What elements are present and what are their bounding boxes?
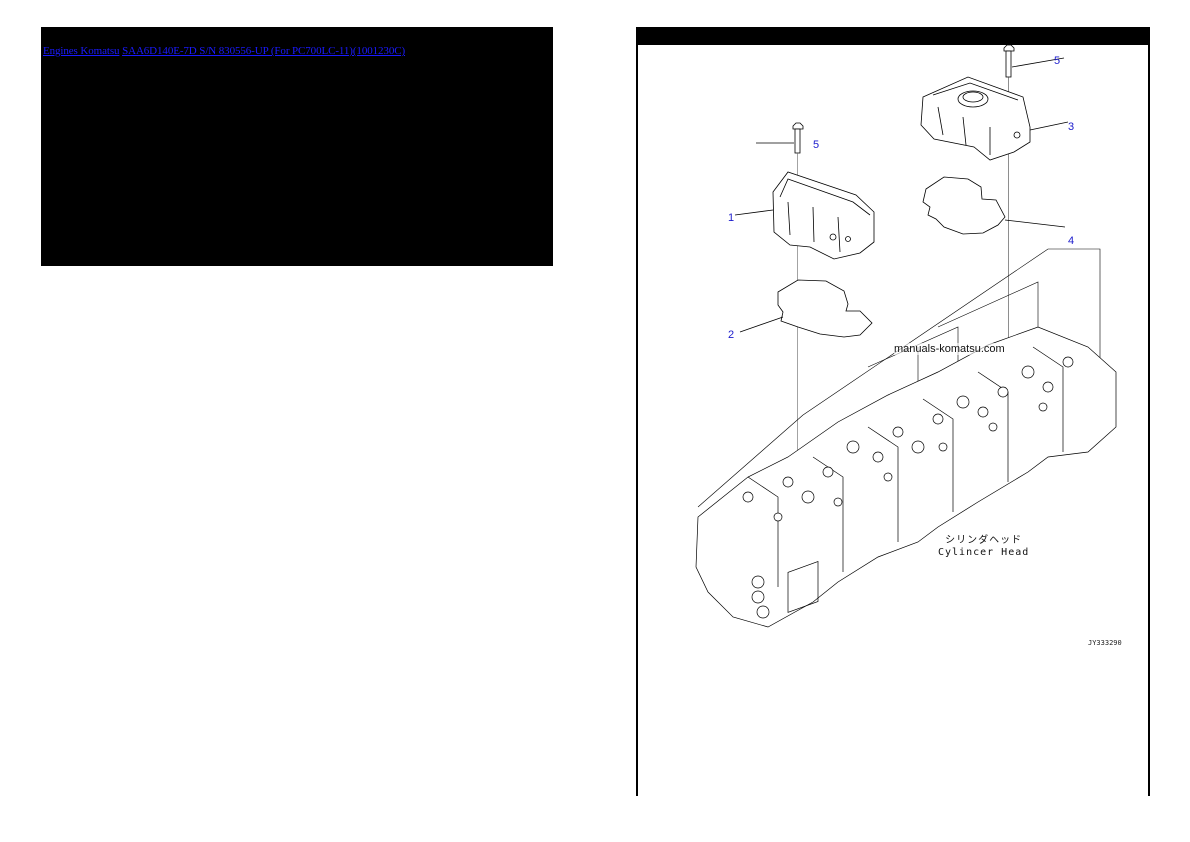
part-label-en: Cylincer Head (938, 547, 1030, 558)
part-label-cylinder-head: シリンダヘッド Cylincer Head (938, 535, 1029, 559)
breadcrumb-link-model[interactable]: SAA6D140E-7D S/N 830556-UP (For PC700LC-… (122, 45, 406, 57)
breadcrumb: Engines Komatsu SAA6D140E-7D S/N 830556-… (43, 45, 405, 58)
callout-5-right[interactable]: 5 (1054, 55, 1061, 67)
cylinder-head-icon (695, 326, 1117, 628)
cylinder-head-cover-3-icon (920, 76, 1069, 161)
parts-diagram-frame: 5 3 5 1 4 2 manuals-komatsu.com シリンダヘッド … (636, 27, 1150, 796)
exploded-parts-diagram (695, 44, 1117, 628)
drawing-id: JY333290 (1088, 639, 1122, 647)
callout-5-left[interactable]: 5 (813, 139, 820, 151)
gasket-2-icon (739, 279, 873, 338)
breadcrumb-link-category[interactable]: Engines Komatsu (43, 45, 120, 57)
part-label-jp: シリンダヘッド (945, 535, 1023, 546)
callout-2[interactable]: 2 (728, 329, 735, 341)
callout-3[interactable]: 3 (1068, 121, 1075, 133)
diagram-header-bar (638, 27, 1148, 45)
watermark: manuals-komatsu.com (894, 343, 1005, 355)
callout-1[interactable]: 1 (728, 212, 735, 224)
model-info-panel: Engines Komatsu SAA6D140E-7D S/N 830556-… (41, 27, 553, 266)
cylinder-head-cover-1-icon (734, 171, 875, 260)
callout-4[interactable]: 4 (1068, 235, 1075, 247)
gasket-4-icon (922, 176, 1066, 235)
